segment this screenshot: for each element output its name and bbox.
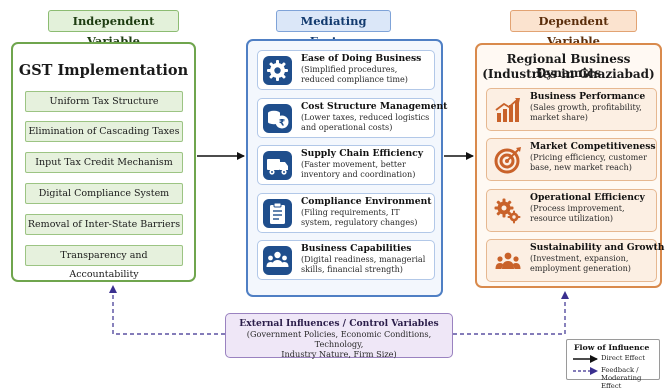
- mediating-item-title: Supply Chain Efficiency: [301, 148, 424, 159]
- outcome-item-desc: (Process improvement, resource utilizati…: [530, 203, 625, 223]
- mediating-item-title: Cost Structure Management: [301, 101, 448, 112]
- clipboard-icon: [263, 199, 292, 228]
- legend-feedback-label: Feedback / Moderating Effect: [601, 366, 642, 390]
- people-icon: [493, 246, 523, 276]
- outcome-item-desc: (Sales growth, profitability, market sha…: [530, 102, 642, 122]
- mediating-item-desc: (Digital readiness, managerial skills, f…: [301, 254, 426, 274]
- outcome-item-title: Sustainability and Growth: [530, 242, 665, 253]
- mediating-item-desc: (Lower taxes, reduced logistics and oper…: [301, 112, 430, 132]
- dependent-title-line1: Regional Business Dynamics: [506, 52, 631, 80]
- mediating-factors-panel: Ease of Doing Business (Simplified proce…: [246, 39, 448, 297]
- mediating-item-desc: (Faster movement, better inventory and c…: [301, 159, 416, 179]
- mediating-item-ease-of-business: Ease of Doing Business (Simplified proce…: [257, 50, 435, 90]
- gear-icon: [263, 56, 292, 85]
- gears-icon: [493, 196, 523, 226]
- feedback-arrow-to-gst: [109, 285, 225, 335]
- mediating-item-supply-chain: Supply Chain Efficiency (Faster movement…: [257, 145, 435, 185]
- external-influences-desc-line1: (Government Policies, Economic Condition…: [246, 329, 432, 349]
- gst-item-cascading-taxes: Elimination of Cascading Taxes: [25, 121, 183, 142]
- gst-item-uniform-tax: Uniform Tax Structure: [25, 91, 183, 112]
- header-dependent-variable: Dependent Variable: [510, 10, 637, 48]
- legend-swatches: [573, 355, 598, 375]
- bar-chart-icon: [493, 95, 523, 125]
- mediating-item-title: Ease of Doing Business: [301, 53, 422, 64]
- gst-implementation-title: GST Implementation: [18, 62, 189, 79]
- gst-item-digital-compliance: Digital Compliance System: [25, 183, 183, 204]
- team-icon: [263, 246, 292, 275]
- dependent-title-line2: (Industries in Ghaziabad): [482, 67, 655, 81]
- mediating-item-desc: (Filing requirements, IT system, regulat…: [301, 207, 418, 227]
- mediating-item-desc: (Simplified procedures, reduced complian…: [301, 64, 408, 84]
- mediating-item-cost-structure: ₹ Cost Structure Management (Lower taxes…: [257, 98, 448, 138]
- mediating-item-title: Business Capabilities: [301, 243, 412, 254]
- regional-business-dynamics-panel: Regional Business Dynamics (Industries i…: [475, 43, 665, 288]
- mediating-item-business-capabilities: Business Capabilities (Digital readiness…: [257, 240, 435, 280]
- truck-icon: [263, 151, 292, 180]
- outcome-item-title: Business Performance: [530, 91, 646, 102]
- mediating-item-compliance: Compliance Environment (Filing requireme…: [257, 193, 435, 233]
- outcome-item-sustainability-growth: Sustainability and Growth (Investment, e…: [486, 239, 665, 282]
- external-influences-title: External Influences / Control Variables: [239, 318, 439, 329]
- outcome-item-title: Operational Efficiency: [530, 192, 645, 203]
- gst-item-inter-state-barriers: Removal of Inter-State Barriers: [25, 214, 183, 235]
- external-influences-box: External Influences / Control Variables …: [225, 313, 453, 359]
- gst-implementation-panel: GST Implementation Uniform Tax Structure…: [11, 42, 196, 282]
- gst-item-input-tax-credit: Input Tax Credit Mechanism: [25, 152, 183, 173]
- mediating-item-title: Compliance Environment: [301, 196, 432, 207]
- outcome-item-operational-efficiency: Operational Efficiency (Process improvem…: [486, 189, 657, 232]
- outcome-item-business-performance: Business Performance (Sales growth, prof…: [486, 88, 657, 131]
- feedback-arrow-to-dependent: [453, 291, 569, 335]
- external-influences-desc-line2: Industry Nature, Firm Size): [281, 349, 397, 359]
- outcome-item-market-competitiveness: Market Competitiveness (Pricing efficien…: [486, 138, 657, 181]
- flow-legend: Flow of Influence Direct Effect Feedback…: [566, 339, 660, 390]
- target-icon: [493, 145, 523, 175]
- coins-icon: ₹: [263, 104, 292, 133]
- outcome-item-desc: (Investment, expansion, employment gener…: [530, 253, 631, 273]
- outcome-item-desc: (Pricing efficiency, customer base, new …: [530, 152, 647, 172]
- svg-text:₹: ₹: [279, 119, 285, 129]
- header-independent-variable: Independent Variable: [48, 10, 179, 48]
- gst-item-transparency: Transparency and Accountability: [25, 245, 183, 280]
- legend-title: Flow of Influence: [574, 343, 650, 352]
- outcome-item-title: Market Competitiveness: [530, 141, 656, 152]
- legend-direct-label: Direct Effect: [601, 354, 645, 362]
